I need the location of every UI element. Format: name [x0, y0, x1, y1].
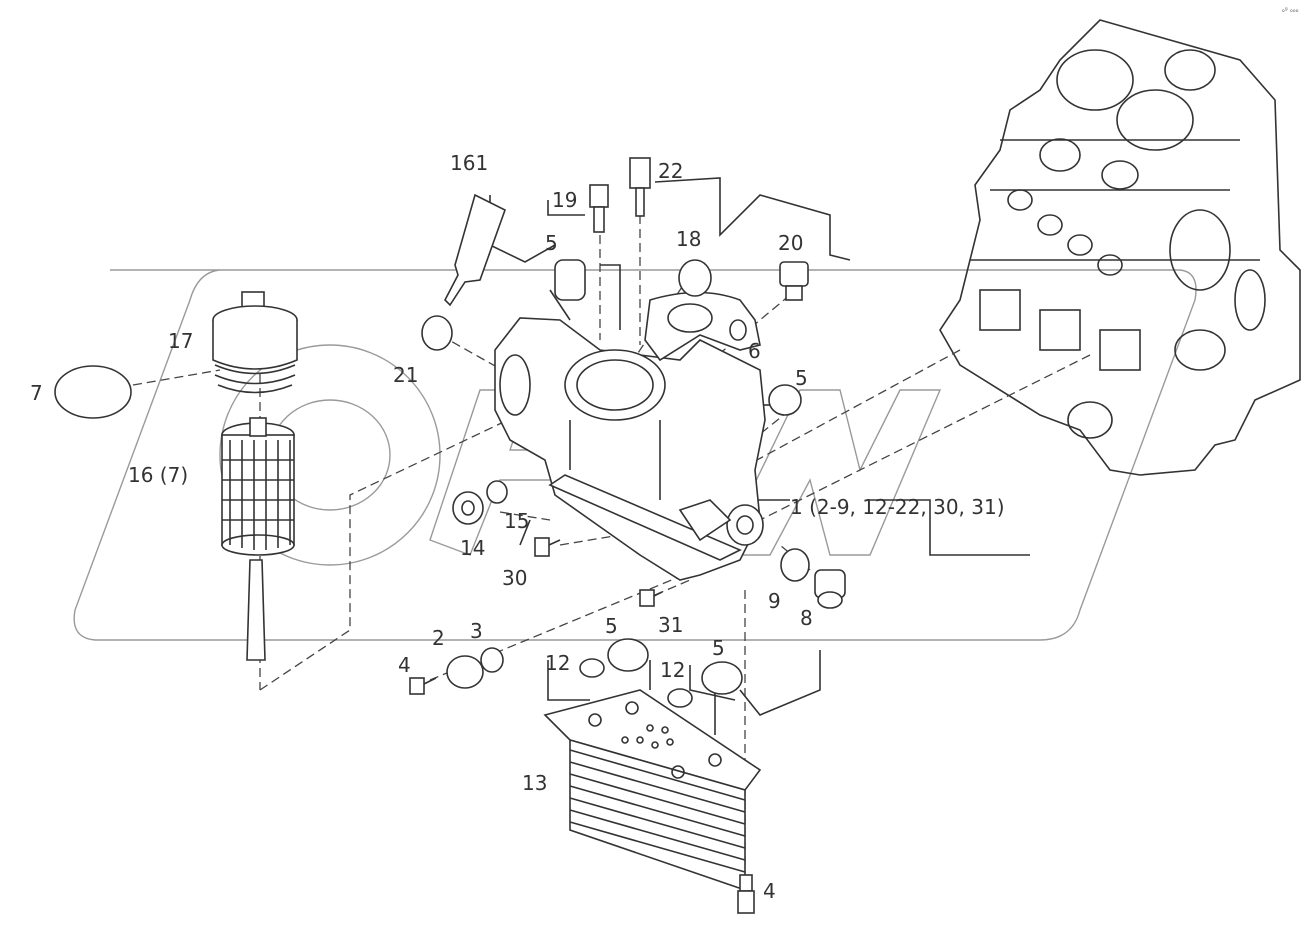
sensor-19 — [589, 184, 609, 233]
ring-9 — [780, 548, 810, 582]
seal-12-right — [667, 688, 693, 708]
seal-5-right — [768, 384, 802, 416]
label-1: 1 (2-9, 12-22, 30, 31) — [790, 495, 1005, 519]
seal-5-lower-left — [607, 638, 649, 672]
label-21: 21 — [393, 363, 418, 387]
bolt-31 — [639, 589, 663, 607]
label-22: 22 — [658, 159, 683, 183]
label-161: 161 — [450, 151, 488, 175]
oil-cooler-13 — [543, 689, 762, 892]
watermark-outline — [73, 269, 1197, 641]
corner-mark: ₒᵍ ₒₒₒ — [1282, 6, 1299, 14]
seal-5-lower-right — [701, 661, 743, 695]
label-3: 3 — [470, 619, 483, 643]
plug-8 — [814, 569, 846, 609]
label-6: 6 — [748, 339, 761, 363]
label-16: 16 (7) — [128, 463, 188, 487]
label-30: 30 — [502, 566, 527, 590]
part-labels: 161 22 19 5 18 20 17 6 7 21 5 16 (7) 1 (… — [30, 6, 1299, 903]
label-9: 9 — [768, 589, 781, 613]
label-17: 17 — [168, 329, 193, 353]
label-31: 31 — [658, 613, 683, 637]
filter-housing-1 — [494, 317, 766, 581]
o-ring-7 — [54, 365, 132, 419]
seal-5-upper — [554, 259, 586, 301]
label-12-left: 12 — [545, 651, 570, 675]
ring-15 — [486, 480, 508, 504]
label-4-left: 4 — [398, 653, 411, 677]
label-5-right: 5 — [795, 366, 808, 390]
label-18: 18 — [676, 227, 701, 251]
label-4-bottom: 4 — [763, 879, 776, 903]
cover-2 — [446, 655, 484, 689]
label-5-lower: 5 — [605, 614, 618, 638]
bolt-30 — [534, 537, 561, 557]
sensor-22 — [629, 157, 651, 217]
label-5-lower-right: 5 — [712, 636, 725, 660]
label-13: 13 — [522, 771, 547, 795]
ring-18 — [678, 259, 712, 297]
label-14: 14 — [460, 536, 485, 560]
filter-element-16 — [221, 417, 295, 661]
label-2: 2 — [432, 626, 445, 650]
tool-161 — [444, 193, 506, 307]
bolt-4-bottom — [737, 874, 755, 914]
assembly-lines — [132, 215, 1091, 870]
label-5-top: 5 — [545, 231, 558, 255]
seal-12-left — [579, 658, 605, 678]
ring-3 — [480, 647, 504, 673]
filter-cap-17 — [212, 291, 298, 394]
label-20: 20 — [778, 231, 803, 255]
label-15: 15 — [504, 509, 529, 533]
label-12-right: 12 — [660, 658, 685, 682]
label-8: 8 — [800, 606, 813, 630]
bolt-4-left — [409, 677, 437, 695]
label-19: 19 — [552, 188, 577, 212]
plug-21 — [421, 315, 453, 351]
label-7: 7 — [30, 381, 43, 405]
engine-block — [939, 19, 1301, 476]
plug-20 — [779, 261, 809, 301]
plug-14 — [452, 491, 484, 525]
gasket-6 — [644, 291, 761, 362]
